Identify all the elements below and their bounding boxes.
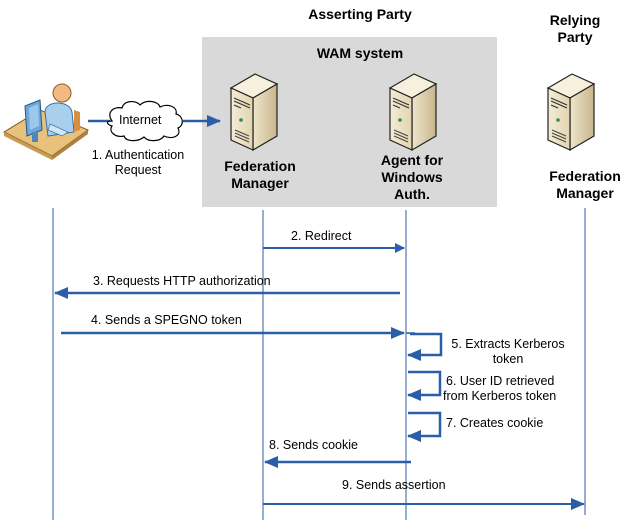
self-loop-step-7 [407, 411, 442, 442]
message-step-9-label: 9. Sends assertion [342, 478, 446, 492]
message-step-4-label: 4. Sends a SPEGNO token [91, 313, 242, 327]
cloud-icon [106, 100, 183, 142]
message-step-2-label: 2. Redirect [291, 229, 352, 243]
server-icon-fed-manager-ap [229, 73, 279, 152]
message-step-1-label: 1. Authentication Request [91, 148, 185, 177]
server-icon-agent [388, 73, 438, 152]
message-step-3-label: 3. Requests HTTP authorization [93, 274, 271, 288]
self-loop-step-5 [407, 332, 443, 361]
message-step-5-label: 5. Extracts Kerberos token [451, 337, 565, 366]
user-at-computer-icon [2, 83, 90, 160]
fed-manager-ap-label: Federation Manager [224, 158, 296, 191]
message-step-8-label: 8. Sends cookie [269, 438, 358, 452]
wam-system-label: WAM system [316, 45, 404, 61]
relying-party-label: Relying Party [549, 12, 601, 45]
internet-label: Internet [119, 113, 162, 127]
asserting-party-label: Asserting Party [308, 6, 412, 22]
self-loop-step-6 [407, 370, 442, 401]
fed-manager-rp-label: Federation Manager [549, 168, 621, 201]
agent-label: Agent for Windows Auth. [380, 152, 444, 202]
message-step-6-label: 6. User ID retrieved from Kerberos token [443, 374, 557, 403]
server-icon-fed-manager-rp [546, 73, 596, 152]
message-step-7-label: 7. Creates cookie [446, 416, 544, 430]
